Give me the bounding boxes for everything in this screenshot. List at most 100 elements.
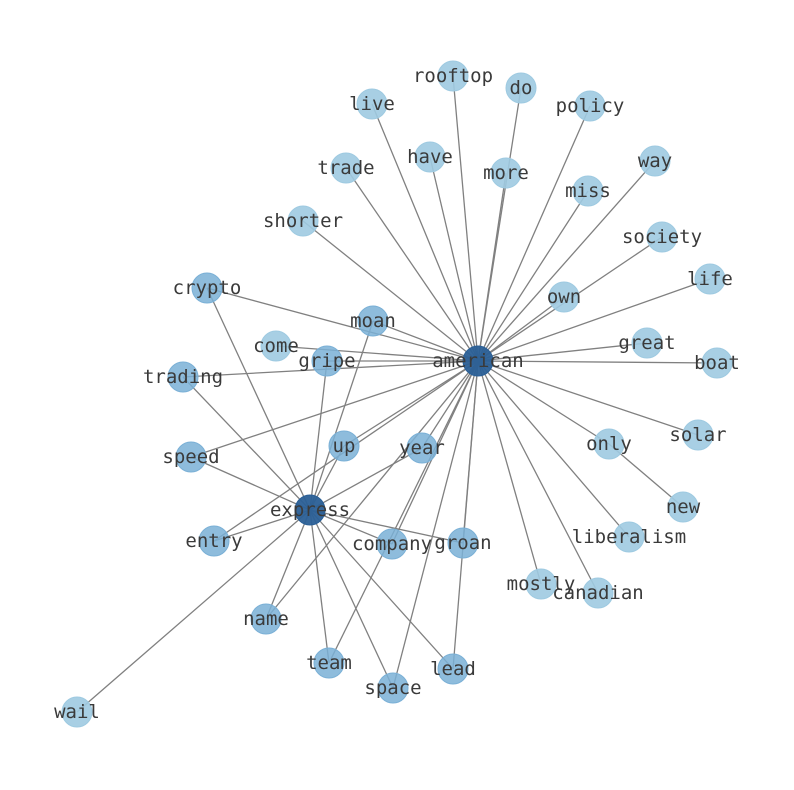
edge-american-miss <box>477 190 589 362</box>
node-label-up: up <box>333 435 356 457</box>
node-year <box>406 432 438 464</box>
node-only <box>593 428 625 460</box>
node-wail <box>61 696 93 728</box>
node-groan <box>447 527 479 559</box>
node-label-come: come <box>253 335 299 357</box>
node-layer <box>61 60 733 728</box>
edge-express-wail <box>76 509 311 713</box>
node-label-more: more <box>483 162 529 184</box>
node-label-crypto: crypto <box>173 277 242 299</box>
node-label-groan: groan <box>434 532 491 554</box>
edge-american-great <box>477 342 648 362</box>
node-label-gripe: gripe <box>298 350 355 372</box>
edge-american-speed <box>190 360 479 458</box>
node-label-trade: trade <box>317 157 374 179</box>
node-label-year: year <box>399 437 445 459</box>
edge-express-speed <box>190 456 311 511</box>
edge-american-moan <box>372 320 479 362</box>
node-label-liberalism: liberalism <box>572 526 686 548</box>
node-own <box>548 281 580 313</box>
node-label-entry: entry <box>185 530 242 552</box>
edge-express-year <box>309 447 423 511</box>
node-name <box>250 603 282 635</box>
node-label-life: life <box>687 268 733 290</box>
node-trading <box>167 361 199 393</box>
node-policy <box>574 90 606 122</box>
node-label-own: own <box>547 286 581 308</box>
edge-american-have <box>429 156 479 362</box>
edge-american-life <box>477 278 711 362</box>
node-label-rooftop: rooftop <box>413 65 493 87</box>
node-label-canadian: canadian <box>552 582 644 604</box>
edge-american-solar <box>477 360 699 436</box>
edge-american-live <box>371 103 479 362</box>
edge-american-way <box>477 160 656 362</box>
node-label-do: do <box>510 77 533 99</box>
node-label-great: great <box>618 332 675 354</box>
node-label-shorter: shorter <box>263 210 343 232</box>
node-team <box>313 647 345 679</box>
node-more <box>490 157 522 189</box>
edge-express-space <box>309 509 394 689</box>
edge-american-trade <box>345 167 479 362</box>
node-space <box>377 672 409 704</box>
edge-express-team <box>309 509 330 664</box>
node-up <box>328 430 360 462</box>
node-gripe <box>311 345 343 377</box>
node-new <box>667 491 699 523</box>
node-lead <box>437 653 469 685</box>
edge-american-rooftop <box>452 75 479 362</box>
node-label-policy: policy <box>556 95 625 117</box>
node-label-lead: lead <box>430 658 476 680</box>
node-label-boat: boat <box>694 352 740 374</box>
node-label-company: company <box>352 533 432 555</box>
edge-american-crypto <box>206 287 479 362</box>
node-mostly <box>525 568 557 600</box>
node-miss <box>572 175 604 207</box>
edge-american-policy <box>477 105 591 362</box>
node-life <box>694 263 726 295</box>
edge-american-space <box>392 360 479 689</box>
node-label-solar: solar <box>669 424 726 446</box>
edge-express-entry <box>213 509 311 542</box>
edge-american-mostly <box>477 360 542 585</box>
node-do <box>505 72 537 104</box>
node-american <box>462 345 494 377</box>
edge-express-lead <box>309 509 454 670</box>
edge-only-new <box>608 443 684 508</box>
node-label-space: space <box>364 677 421 699</box>
edge-american-more <box>477 172 507 362</box>
node-great <box>631 327 663 359</box>
node-label-miss: miss <box>565 180 611 202</box>
node-way <box>639 145 671 177</box>
node-label-express: express <box>270 499 350 521</box>
node-label-moan: moan <box>350 310 396 332</box>
edge-american-come <box>275 345 479 362</box>
node-society <box>646 221 678 253</box>
edge-express-gripe <box>309 360 328 511</box>
node-company <box>376 528 408 560</box>
edge-express-trading <box>182 376 311 511</box>
node-label-team: team <box>306 652 352 674</box>
node-trade <box>330 152 362 184</box>
edge-express-moan <box>309 320 374 511</box>
node-canadian <box>582 577 614 609</box>
node-label-mostly: mostly <box>507 573 576 595</box>
edge-american-name <box>265 360 479 620</box>
node-label-way: way <box>638 150 672 172</box>
node-moan <box>357 305 389 337</box>
node-label-have: have <box>407 146 453 168</box>
node-label-new: new <box>666 496 701 518</box>
node-label-trading: trading <box>143 366 223 388</box>
node-come <box>260 330 292 362</box>
node-speed <box>175 441 207 473</box>
node-label-speed: speed <box>162 446 219 468</box>
node-label-name: name <box>243 608 289 630</box>
node-live <box>356 88 388 120</box>
node-liberalism <box>613 521 645 553</box>
node-label-wail: wail <box>54 701 100 723</box>
edge-american-year <box>421 360 479 449</box>
edge-american-shorter <box>302 220 479 362</box>
